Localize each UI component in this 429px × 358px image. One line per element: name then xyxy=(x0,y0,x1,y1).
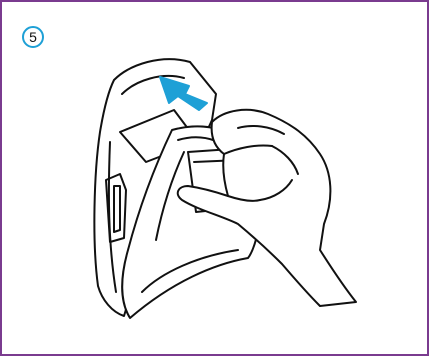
arrow-icon xyxy=(160,77,207,110)
